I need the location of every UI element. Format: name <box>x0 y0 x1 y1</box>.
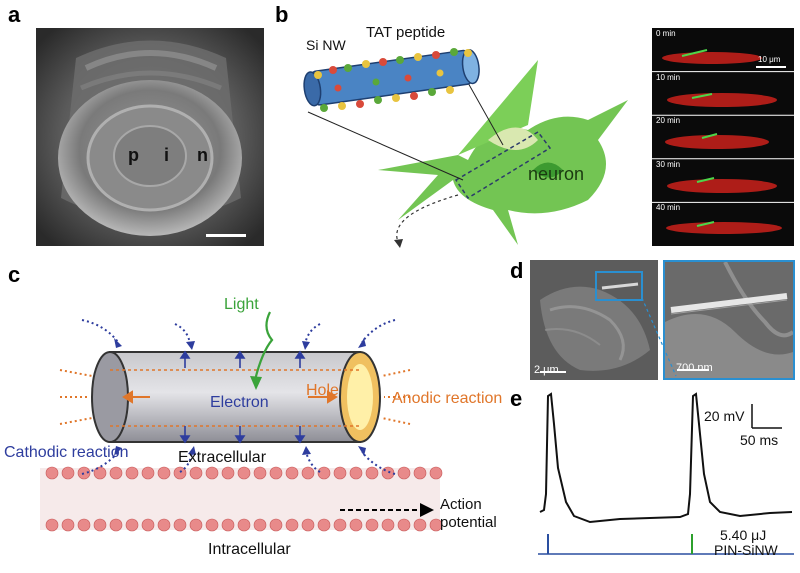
zoom-box <box>595 271 643 301</box>
time-lapse-strip <box>652 28 794 246</box>
cathodic-reaction-label: Cathodic reaction <box>4 444 129 461</box>
scalebar-10um-label: 10 μm <box>758 55 781 64</box>
scale-bar-a <box>206 234 246 237</box>
lipid-bilayer <box>40 466 443 532</box>
panel-d-sem-right <box>663 260 795 380</box>
panel-letter-d: d <box>510 258 524 283</box>
layer-n-label: n <box>197 145 208 165</box>
timepoint-30: 30 min <box>656 160 681 169</box>
panel-d-sem-left <box>530 260 658 380</box>
hole-label: Hole <box>306 382 339 399</box>
si-nw-label: Si NW <box>306 37 346 53</box>
timepoint-20: 20 min <box>656 116 681 125</box>
light-label: Light <box>224 296 259 313</box>
timepoint-10: 10 min <box>656 73 681 82</box>
timepoint-40: 40 min <box>656 203 681 212</box>
intracellular-label: Intracellular <box>208 541 291 558</box>
panel-e-trace <box>530 384 798 564</box>
scale-20mv-label: 20 mV <box>704 408 745 424</box>
membrane-potential-trace <box>539 392 793 524</box>
scale-2um-label: 2 μm <box>534 364 559 376</box>
layer-p-label: p <box>128 145 139 165</box>
anodic-reaction-label: Anodic reaction <box>392 390 503 407</box>
action-label-line1: Action <box>440 496 482 513</box>
scale-700nm-label: 700 nm <box>676 362 713 374</box>
panel-letter-e: e <box>510 386 523 411</box>
scale-50ms-label: 50 ms <box>740 432 779 448</box>
panel-letter-b: b <box>275 2 289 27</box>
zoom-connector <box>641 297 677 377</box>
tat-peptide-dots <box>314 48 472 112</box>
tat-peptide-label: TAT peptide <box>366 24 446 41</box>
panel-a-sem-image <box>36 28 264 246</box>
panel-letter-c: c <box>8 262 21 287</box>
panel-c-schematic <box>0 290 510 568</box>
panel-b-illustration <box>288 20 640 248</box>
device-label: PIN-SiNW <box>714 542 778 558</box>
electron-label: Electron <box>210 394 269 411</box>
action-label-line2: potential <box>440 514 497 531</box>
action-potential-label: Action potential <box>440 496 497 532</box>
extracellular-label: Extracellular <box>178 449 267 466</box>
neuron-label: neuron <box>528 164 585 184</box>
layer-i-label: i <box>164 145 170 165</box>
energy-label: 5.40 μJ <box>720 527 767 543</box>
timepoint-0: 0 min <box>656 29 676 38</box>
panel-letter-a: a <box>8 2 21 27</box>
